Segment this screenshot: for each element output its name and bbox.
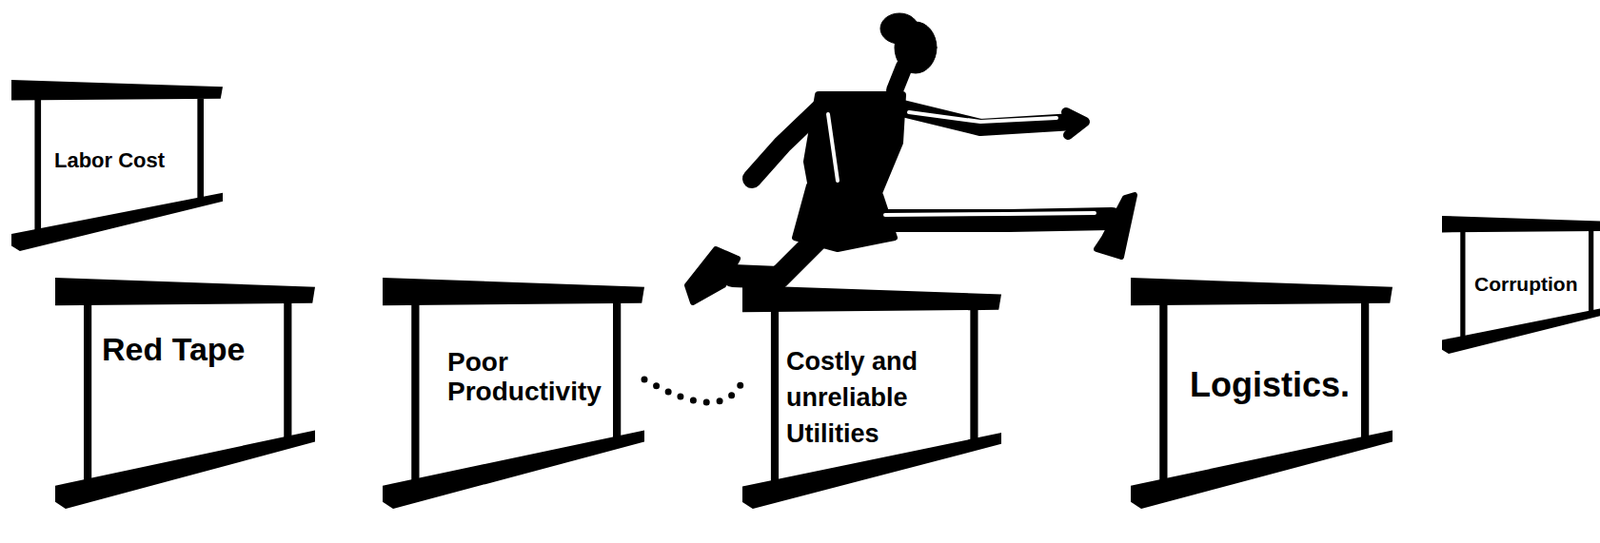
- runner-torso: [807, 95, 903, 215]
- hurdle-leg: [197, 98, 204, 202]
- hurdle-foot: [11, 193, 223, 252]
- hurdle-bar: [742, 285, 1002, 313]
- hurdle-leg: [34, 98, 41, 234]
- hurdle-leg: [969, 310, 978, 445]
- hurdle: Red Tape: [55, 277, 316, 510]
- hurdle-label: Labor Cost: [54, 148, 217, 173]
- hurdle: Corruption: [1441, 216, 1600, 355]
- hurdle-leg: [283, 303, 292, 443]
- runner-lead-leg: [870, 218, 1112, 221]
- runner-hair: [880, 13, 919, 44]
- hurdle: Labor Cost: [11, 79, 223, 252]
- hurdle-leg: [1361, 303, 1369, 443]
- hurdle: Logistics.: [1130, 277, 1393, 510]
- hurdle-leg: [612, 303, 621, 443]
- hurdle-label: Logistics.: [1189, 365, 1381, 405]
- hurdle-bar: [382, 277, 645, 306]
- runner-trail-leg: [732, 233, 824, 278]
- runner-leg-highlight: [885, 213, 1095, 216]
- hurdle-leg: [83, 303, 92, 485]
- hurdle-leg: [411, 303, 419, 485]
- hurdle-leg: [1588, 231, 1594, 315]
- runner-head: [894, 21, 937, 74]
- runner-back-arm: [751, 102, 827, 179]
- hurdle-foot: [1441, 307, 1600, 355]
- runner-trail-shoe: [687, 249, 738, 303]
- runner-arm-highlight: [908, 112, 1057, 122]
- hurdle-label: Corruption: [1474, 273, 1600, 297]
- runner-torso-highlight: [828, 114, 838, 181]
- hurdle-foot: [1130, 430, 1393, 510]
- runner-lead-shoe: [1096, 195, 1135, 257]
- hurdle: Poor Productivity: [382, 277, 645, 510]
- hurdle: Costly and unreliable Utilities: [742, 285, 1002, 510]
- hurdle-bar: [1441, 216, 1600, 233]
- hurdle-leg: [1460, 231, 1465, 340]
- runner-neck: [894, 66, 905, 91]
- hurdle-bar: [1130, 277, 1393, 306]
- hurdle-foot: [55, 430, 316, 510]
- dotted-connector: [644, 379, 743, 403]
- hurdle-leg: [770, 310, 779, 486]
- hurdle-label: Red Tape: [101, 331, 302, 369]
- runner-shorts: [794, 185, 895, 250]
- hurdle-label: Poor Productivity: [447, 348, 629, 408]
- hurdle-label: Costly and unreliable Utilities: [786, 344, 953, 453]
- runner-hand: [1066, 112, 1086, 136]
- hurdle-leg: [1159, 303, 1167, 485]
- hurdle-bar: [55, 277, 316, 306]
- hurdle-foot: [382, 430, 645, 510]
- runner-front-arm: [894, 106, 1074, 128]
- hurdle-bar: [11, 79, 223, 101]
- hurdle-shape: [55, 277, 316, 510]
